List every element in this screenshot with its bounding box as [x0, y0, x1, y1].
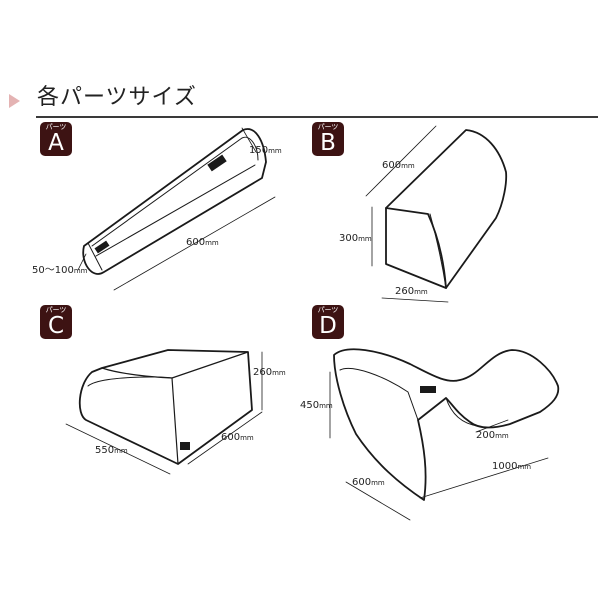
- dim-label-a-height: 50～100mm: [32, 265, 88, 276]
- part-c-block-drawing: [78, 349, 253, 465]
- dim-label-b-length: 600mm: [382, 160, 415, 171]
- triangle-arrow-icon: [9, 94, 20, 108]
- dim-label-b-depth: 260mm: [395, 286, 428, 297]
- dim-label-c-height: 260mm: [253, 367, 286, 378]
- section-header: 各パーツサイズ: [0, 78, 600, 118]
- part-a-dimension-lines: [77, 127, 276, 291]
- dim-label-d-length: 1000mm: [492, 461, 531, 472]
- header-divider: [36, 116, 598, 118]
- part-d-lounge-drawing: [333, 348, 560, 501]
- part-d-dimension-lines: [329, 371, 549, 521]
- zipper-tab-icon: [207, 154, 227, 172]
- badge-letter: C: [47, 313, 65, 339]
- dim-label-c-length: 600mm: [221, 432, 254, 443]
- dim-label-d-width: 600mm: [352, 477, 385, 488]
- badge-label: パーツ: [45, 306, 67, 314]
- dim-label-a-width: 150mm: [249, 145, 282, 156]
- badge-letter: A: [48, 130, 64, 156]
- dim-label-c-width: 550mm: [95, 445, 128, 456]
- badge-part-d: パーツ D: [312, 305, 344, 339]
- badge-letter: B: [320, 130, 336, 156]
- part-c-dimension-lines: [65, 351, 263, 475]
- part-b-block-drawing: [385, 129, 508, 289]
- badge-part-a: パーツ A: [40, 122, 72, 156]
- badge-part-c: パーツ C: [40, 305, 72, 339]
- dim-label-d-seat: 200mm: [476, 430, 509, 441]
- zipper-tab-icon: [420, 386, 436, 393]
- zipper-tab-icon: [94, 240, 110, 254]
- zipper-tab-icon: [180, 442, 190, 450]
- badge-label: パーツ: [317, 123, 339, 131]
- dim-label-b-height: 300mm: [339, 233, 372, 244]
- badge-label: パーツ: [317, 306, 339, 314]
- dim-label-a-length: 600mm: [186, 237, 219, 248]
- dim-label-d-height: 450mm: [300, 400, 333, 411]
- section-title: 各パーツサイズ: [37, 85, 197, 110]
- badge-label: パーツ: [45, 123, 67, 131]
- part-a-wedge-drawing: [82, 128, 267, 275]
- part-b-dimension-lines: [365, 125, 449, 303]
- badge-letter: D: [319, 313, 337, 339]
- badge-part-b: パーツ B: [312, 122, 344, 156]
